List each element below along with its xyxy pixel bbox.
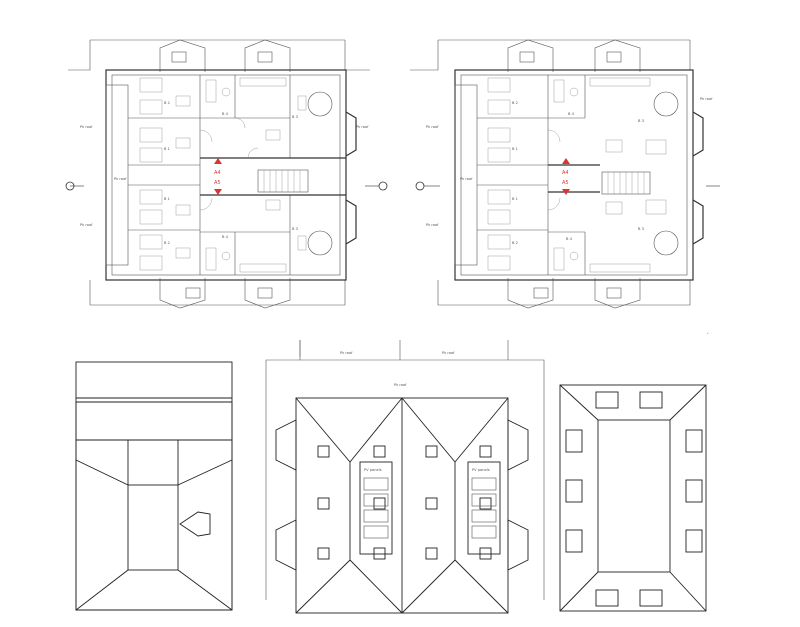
- side-label: Pk roof: [460, 177, 473, 181]
- room-label: B 2: [512, 101, 518, 105]
- outer-wall: [105, 69, 347, 281]
- roof-edge-line: [68, 40, 91, 71]
- side-label: Pk roof: [114, 177, 127, 181]
- north-arrow-icon: [415, 181, 440, 191]
- dormer-roof: [244, 278, 291, 309]
- left-terrace: [105, 84, 129, 266]
- side-label: Pk roof: [80, 223, 93, 227]
- floor-plan-left: A4 A5 B 2 B 1 B 1 B 2 B 4 B 4 B 3 B 3 Pk…: [65, 39, 388, 309]
- roof-plan-square: [559, 384, 707, 612]
- room-label: B 3: [292, 115, 298, 119]
- room-label: B 4: [568, 112, 575, 116]
- outer-wall: [454, 69, 694, 281]
- room-label: B 2: [164, 101, 170, 105]
- pv-label: PV panels: [472, 468, 490, 472]
- roof-dormer: [179, 511, 211, 537]
- room-label: B 4: [566, 237, 573, 241]
- room-label: B 3: [638, 227, 644, 231]
- side-label: Pk roof: [426, 223, 439, 227]
- dormer-roof: [244, 39, 291, 72]
- pv-panel-array: [467, 461, 501, 555]
- dormer-window: [257, 51, 273, 63]
- room-label: B 3: [638, 119, 644, 123]
- room-label: B 1: [512, 197, 518, 201]
- dormer-roof: [159, 39, 206, 72]
- room-label: B 4: [222, 235, 229, 239]
- staircase: [257, 169, 309, 193]
- north-arrow-icon: [365, 181, 388, 191]
- red-label: A4: [562, 170, 569, 176]
- dormer-roof: [159, 278, 206, 309]
- side-label: Pk roof: [356, 125, 369, 129]
- section-marker-icon: [562, 158, 570, 164]
- roof-plan-twin: PV panels PV panels Pk roof Pk roof Pk r…: [265, 340, 545, 614]
- dormer-window: [171, 51, 187, 63]
- dormer-window: [185, 287, 201, 299]
- roof-label: Pk roof: [442, 351, 455, 355]
- room-label: B 1: [164, 147, 170, 151]
- room-label: B 3: [292, 227, 298, 231]
- section-marker-icon: [562, 189, 570, 195]
- roof-edge-line: [344, 40, 370, 71]
- pv-panel-array: [359, 461, 393, 555]
- side-label: Pk roof: [80, 125, 93, 129]
- red-label: A5: [562, 180, 569, 186]
- pv-label: PV panels: [364, 468, 382, 472]
- room-label: B 2: [164, 241, 170, 245]
- sheet-mark: ´: [706, 333, 709, 340]
- side-label: Pk roof: [426, 125, 439, 129]
- section-marker-icon: [214, 189, 222, 195]
- side-label: Pk roof: [700, 97, 713, 101]
- roof-label: Pk roof: [340, 351, 353, 355]
- north-arrow-icon: [65, 181, 84, 191]
- roof-label: Pk roof: [394, 383, 407, 387]
- room-label: B 1: [512, 147, 518, 151]
- roof-edge-line: [89, 280, 346, 306]
- bay-window: [345, 111, 357, 157]
- red-label: A4: [214, 170, 221, 176]
- floor-plan-right: A4 A5 B 2 B 1 B 1 B 2 B 4 B 4 B 3 B 3 Pk…: [410, 39, 720, 309]
- red-label: A5: [214, 180, 221, 186]
- room-label: B 2: [512, 241, 518, 245]
- bay-window: [345, 199, 357, 245]
- dormer-window: [257, 287, 273, 299]
- room-label: B 1: [164, 197, 170, 201]
- section-marker-icon: [214, 158, 222, 164]
- room-label: B 4: [222, 112, 229, 116]
- roof-plan-hipped: [75, 361, 233, 611]
- inner-wall-line: [111, 74, 341, 276]
